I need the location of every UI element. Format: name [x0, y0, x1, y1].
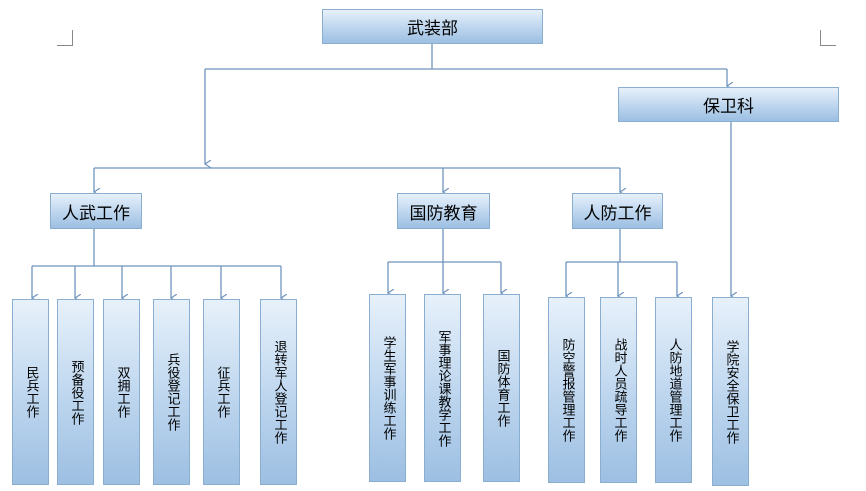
leaf-anquan: 学院安全保卫工作: [712, 297, 749, 486]
node-root: 武装部: [322, 9, 543, 44]
corner-mark-right: [820, 30, 836, 46]
node-branch-renfang: 人防工作: [572, 193, 663, 229]
leaf-shuangyong: 双拥工作: [103, 299, 140, 485]
leaf-yubeiyi: 预备役工作: [57, 299, 94, 485]
leaf-lilunke: 军事理论课教学工作: [424, 294, 461, 482]
node-branch-renwu: 人武工作: [50, 193, 142, 229]
leaf-shudao: 战时人员疏导工作: [600, 297, 637, 483]
leaf-didao: 人防地道管理工作: [655, 297, 692, 483]
leaf-minbing: 民兵工作: [12, 299, 49, 485]
leaf-junxun: 学生军事训练工作: [369, 294, 406, 482]
node-security: 保卫科: [618, 87, 839, 122]
leaf-fangkong: 防空警报管理工作: [548, 297, 585, 483]
leaf-tiyu: 国防体育工作: [483, 294, 520, 482]
node-branch-guofang: 国防教育: [397, 193, 490, 229]
leaf-bingyi: 兵役登记工作: [153, 299, 190, 485]
leaf-tuizhuan: 退转军人登记工作: [260, 299, 297, 485]
leaf-zhengbing: 征兵工作: [203, 299, 240, 485]
corner-mark-left: [57, 30, 73, 46]
